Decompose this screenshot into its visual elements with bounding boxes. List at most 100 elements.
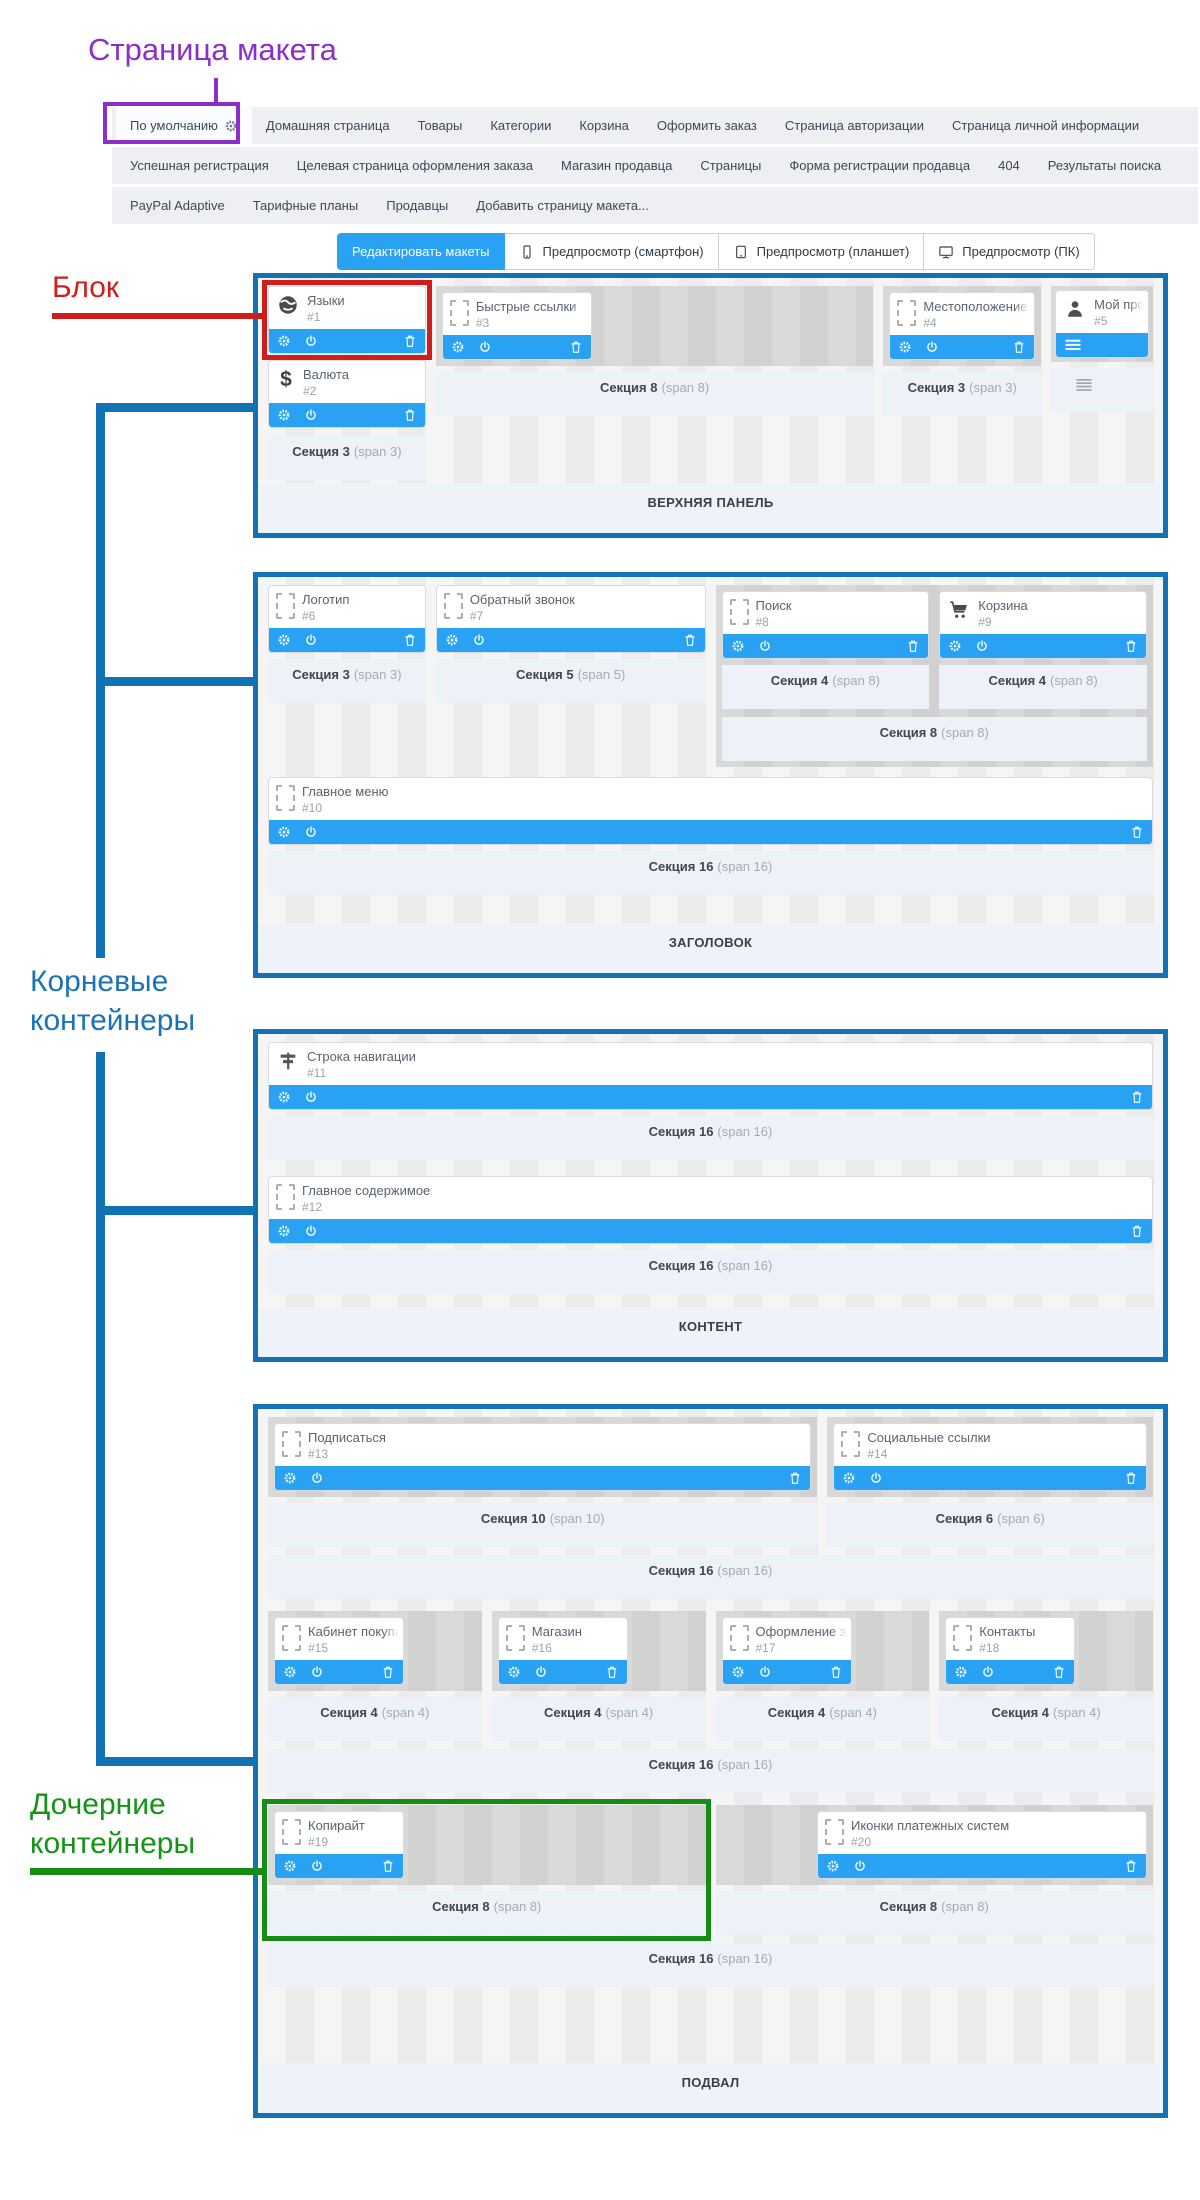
trash-icon[interactable] (403, 408, 417, 422)
block-contacts[interactable]: Контакты#18 (945, 1617, 1076, 1685)
tab-auth-page[interactable]: Страница авторизации (784, 118, 924, 133)
trash-icon[interactable] (569, 340, 583, 354)
power-icon[interactable] (304, 1090, 318, 1104)
trash-icon[interactable] (1124, 1471, 1138, 1485)
block-logo[interactable]: Логотип#6 (268, 585, 426, 653)
tab-search-results[interactable]: Результаты поиска (1047, 158, 1162, 173)
power-icon[interactable] (981, 1665, 995, 1679)
placeholder-icon (276, 785, 295, 811)
trash-icon[interactable] (906, 639, 920, 653)
gear-icon[interactable] (898, 340, 912, 354)
block-location[interactable]: Местоположение п#4 (889, 292, 1036, 360)
block-checkout[interactable]: Оформление заказа#17 (721, 1617, 852, 1685)
block-quick-links[interactable]: Быстрые ссылки#3 (441, 292, 592, 360)
power-icon[interactable] (310, 1665, 324, 1679)
power-icon[interactable] (304, 633, 318, 647)
gear-icon[interactable] (277, 633, 291, 647)
block-main-content[interactable]: Главное содержимое#12 (268, 1176, 1153, 1244)
gear-icon[interactable] (948, 639, 962, 653)
annotation-red-box (262, 280, 432, 360)
gear-icon[interactable] (277, 1090, 291, 1104)
trash-icon[interactable] (605, 1665, 619, 1679)
power-icon[interactable] (310, 1471, 324, 1485)
power-icon[interactable] (304, 825, 318, 839)
edit-layouts-button[interactable]: Редактировать макеты (337, 233, 505, 270)
block-shop[interactable]: Магазин#16 (497, 1617, 628, 1685)
gear-icon[interactable] (826, 1859, 840, 1873)
gear-icon[interactable] (731, 1665, 745, 1679)
trash-icon[interactable] (403, 633, 417, 647)
trash-icon[interactable] (1124, 639, 1138, 653)
block-payment-icons[interactable]: Иконки платежных систем#20 (817, 1811, 1147, 1879)
gear-icon[interactable] (731, 639, 745, 653)
tab-paypal-adaptive[interactable]: PayPal Adaptive (130, 198, 225, 213)
tab-add-layout-page[interactable]: Добавить страницу макета... (476, 198, 649, 213)
tab-personal-info[interactable]: Страница личной информации (951, 118, 1140, 133)
power-icon[interactable] (758, 1665, 772, 1679)
tab-home[interactable]: Домашняя страница (265, 118, 390, 133)
block-breadcrumbs[interactable]: Строка навигации#11 (268, 1042, 1153, 1110)
power-icon[interactable] (853, 1859, 867, 1873)
section-span-label: Секция 16(span 16) (268, 1250, 1153, 1294)
gear-icon[interactable] (507, 1665, 521, 1679)
tab-registration-success[interactable]: Успешная регистрация (130, 158, 269, 173)
preview-smartphone-button[interactable]: Предпросмотр (смартфон) (504, 233, 719, 270)
gear-icon[interactable] (277, 408, 291, 422)
trash-icon[interactable] (1130, 825, 1144, 839)
block-name: Главное меню (302, 784, 389, 799)
trash-icon[interactable] (1124, 1859, 1138, 1873)
power-icon[interactable] (758, 639, 772, 653)
power-icon[interactable] (304, 408, 318, 422)
gear-icon[interactable] (842, 1471, 856, 1485)
block-cart[interactable]: Корзина#9 (939, 591, 1147, 659)
block-my-profile[interactable]: Мой про#5 (1055, 290, 1149, 358)
tab-vendors[interactable]: Продавцы (386, 198, 449, 213)
preview-tablet-button[interactable]: Предпросмотр (планшет) (718, 233, 925, 270)
block-languages[interactable]: Языки#1 (268, 286, 426, 354)
gear-icon[interactable] (277, 825, 291, 839)
gear-icon[interactable] (277, 1224, 291, 1238)
gear-icon[interactable] (283, 1471, 297, 1485)
gear-icon[interactable] (445, 633, 459, 647)
menu-icon[interactable] (1064, 338, 1082, 352)
tab-pages[interactable]: Страницы (700, 158, 762, 173)
block-social-links[interactable]: Социальные ссылки#14 (833, 1423, 1147, 1491)
power-icon[interactable] (975, 639, 989, 653)
tab-checkout[interactable]: Оформить заказ (656, 118, 757, 133)
tab-categories[interactable]: Категории (490, 118, 552, 133)
block-search[interactable]: Поиск#8 (721, 591, 930, 659)
gear-icon[interactable] (283, 1665, 297, 1679)
trash-icon[interactable] (1130, 1090, 1144, 1104)
gear-icon[interactable] (954, 1665, 968, 1679)
block-subscribe[interactable]: Подписаться#13 (274, 1423, 812, 1491)
tab-vendor-store[interactable]: Магазин продавца (560, 158, 673, 173)
tab-default[interactable]: По умолчанию (116, 107, 252, 144)
block-currency[interactable]: $ Валюта#2 (268, 360, 426, 428)
trash-icon[interactable] (829, 1665, 843, 1679)
power-icon[interactable] (478, 340, 492, 354)
trash-icon[interactable] (1130, 1224, 1144, 1238)
power-icon[interactable] (304, 1224, 318, 1238)
power-icon[interactable] (472, 633, 486, 647)
trash-icon[interactable] (1012, 340, 1026, 354)
gear-icon[interactable] (451, 340, 465, 354)
block-copyright[interactable]: Копирайт#19 (274, 1811, 404, 1879)
section-span-label: Секция 4(span 8) (939, 665, 1147, 709)
trash-icon[interactable] (381, 1665, 395, 1679)
tab-404[interactable]: 404 (998, 158, 1020, 173)
tab-checkout-landing[interactable]: Целевая страница оформления заказа (296, 158, 533, 173)
tab-products[interactable]: Товары (417, 118, 463, 133)
power-icon[interactable] (534, 1665, 548, 1679)
tab-cart[interactable]: Корзина (579, 118, 629, 133)
power-icon[interactable] (925, 340, 939, 354)
preview-desktop-button[interactable]: Предпросмотр (ПК) (924, 233, 1095, 270)
power-icon[interactable] (869, 1471, 883, 1485)
trash-icon[interactable] (1052, 1665, 1066, 1679)
tab-vendor-registration[interactable]: Форма регистрации продавца (789, 158, 971, 173)
trash-icon[interactable] (788, 1471, 802, 1485)
tab-pricing-plans[interactable]: Тарифные планы (252, 198, 359, 213)
trash-icon[interactable] (683, 633, 697, 647)
block-main-menu[interactable]: Главное меню#10 (268, 777, 1153, 845)
block-callback[interactable]: Обратный звонок#7 (435, 585, 706, 653)
block-customer-cabinet[interactable]: Кабинет покупателя#15 (274, 1617, 404, 1685)
